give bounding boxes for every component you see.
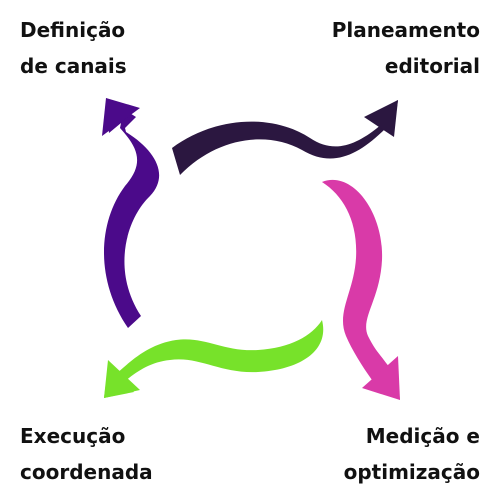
arrow-head-bottom-left	[104, 360, 140, 398]
label-medicao-e-optimizacao: Medição e optimização	[344, 418, 480, 490]
label-line: coordenada	[20, 460, 153, 484]
label-line: editorial	[384, 54, 480, 78]
label-execucao-coordenada: Execução coordenada	[20, 418, 153, 490]
label-line: Planeamento	[331, 18, 480, 42]
arrow-top-left	[104, 98, 160, 328]
label-definicao-de-canais: Definição de canais	[20, 12, 127, 84]
label-planeamento-editorial: Planeamento editorial	[332, 12, 480, 84]
label-line: Execução	[20, 424, 126, 448]
label-line: Definição	[20, 18, 126, 42]
label-line: optimização	[343, 460, 480, 484]
arrow-bottom-right-body	[322, 179, 390, 380]
arrow-bottom-left	[104, 320, 324, 398]
arrow-head-bottom-right	[362, 356, 400, 400]
label-line: Medição e	[365, 424, 480, 448]
label-line: de canais	[20, 54, 127, 78]
arrow-head-top-right	[364, 100, 398, 137]
arrow-head-top-left	[102, 98, 140, 136]
arrow-top-right	[172, 100, 398, 175]
